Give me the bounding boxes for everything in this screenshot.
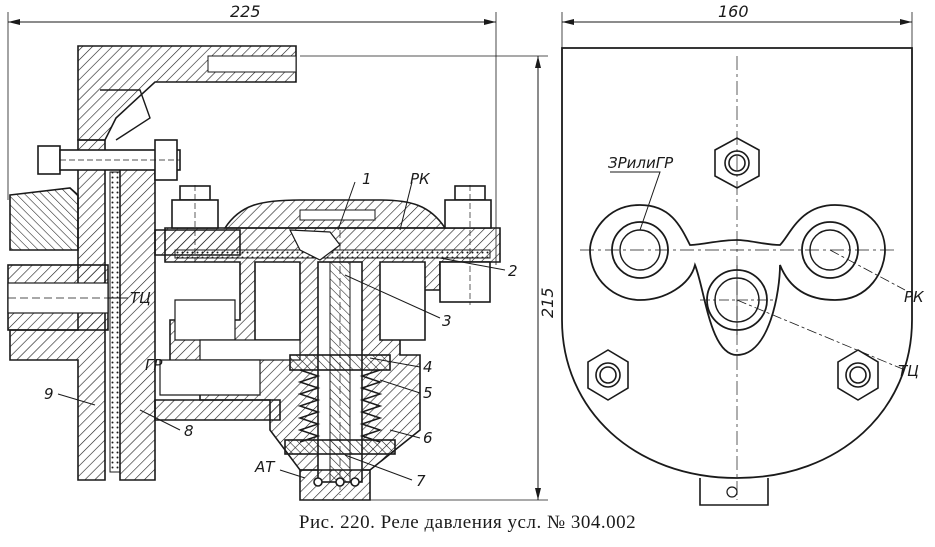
label-8: 8 (184, 422, 194, 440)
label-tc: ТЦ (130, 289, 151, 307)
label-4: 4 (423, 358, 433, 376)
label-tc-right: ТЦ (898, 362, 919, 380)
label-2: 2 (508, 262, 518, 280)
label-at: АТ (254, 458, 276, 476)
label-9: 9 (44, 385, 54, 403)
label-zr-gr: ЗРилиГР (608, 154, 674, 172)
port-rk-outer (801, 221, 859, 279)
nut-top (714, 137, 760, 189)
port-boss (589, 204, 886, 356)
dim-160-label: 160 (718, 2, 749, 21)
label-5: 5 (423, 384, 433, 402)
dimension-215 (300, 55, 548, 501)
label-3: 3 (442, 312, 452, 330)
nut-right (837, 349, 879, 401)
label-rk: РК (410, 170, 431, 188)
bolt-top-left (37, 139, 181, 181)
spring-5 (297, 369, 383, 443)
port-zr-gr-outer (611, 221, 669, 279)
label-rk-right: РК (904, 288, 925, 306)
bolt-left (171, 185, 219, 262)
dim-215-label: 215 (538, 287, 557, 318)
label-7: 7 (416, 472, 426, 490)
figure-caption: Рис. 220. Реле давления усл. № 304.002 (298, 512, 637, 533)
diaphragm (174, 249, 491, 259)
at-nozzle (299, 469, 371, 501)
front-labels: 160 ЗРилиГР РК ТЦ (608, 2, 925, 380)
port-rk-inner (809, 229, 851, 271)
label-gr: ГР (145, 356, 163, 374)
dim-225-label: 225 (230, 2, 261, 21)
section-view (7, 12, 548, 501)
label-1: 1 (362, 170, 372, 188)
section-labels: 225 215 1 РК 2 ТЦ 3 ГР 4 5 6 9 8 АТ 7 (44, 2, 557, 490)
bolt-right (439, 185, 492, 305)
dimension-225 (7, 12, 497, 265)
plate-outline (561, 47, 913, 479)
label-6: 6 (423, 429, 433, 447)
gasket-strip (109, 171, 121, 473)
front-view (561, 12, 913, 506)
body-8 (119, 159, 156, 481)
dimension-160 (561, 12, 913, 48)
nut-left (587, 349, 629, 401)
